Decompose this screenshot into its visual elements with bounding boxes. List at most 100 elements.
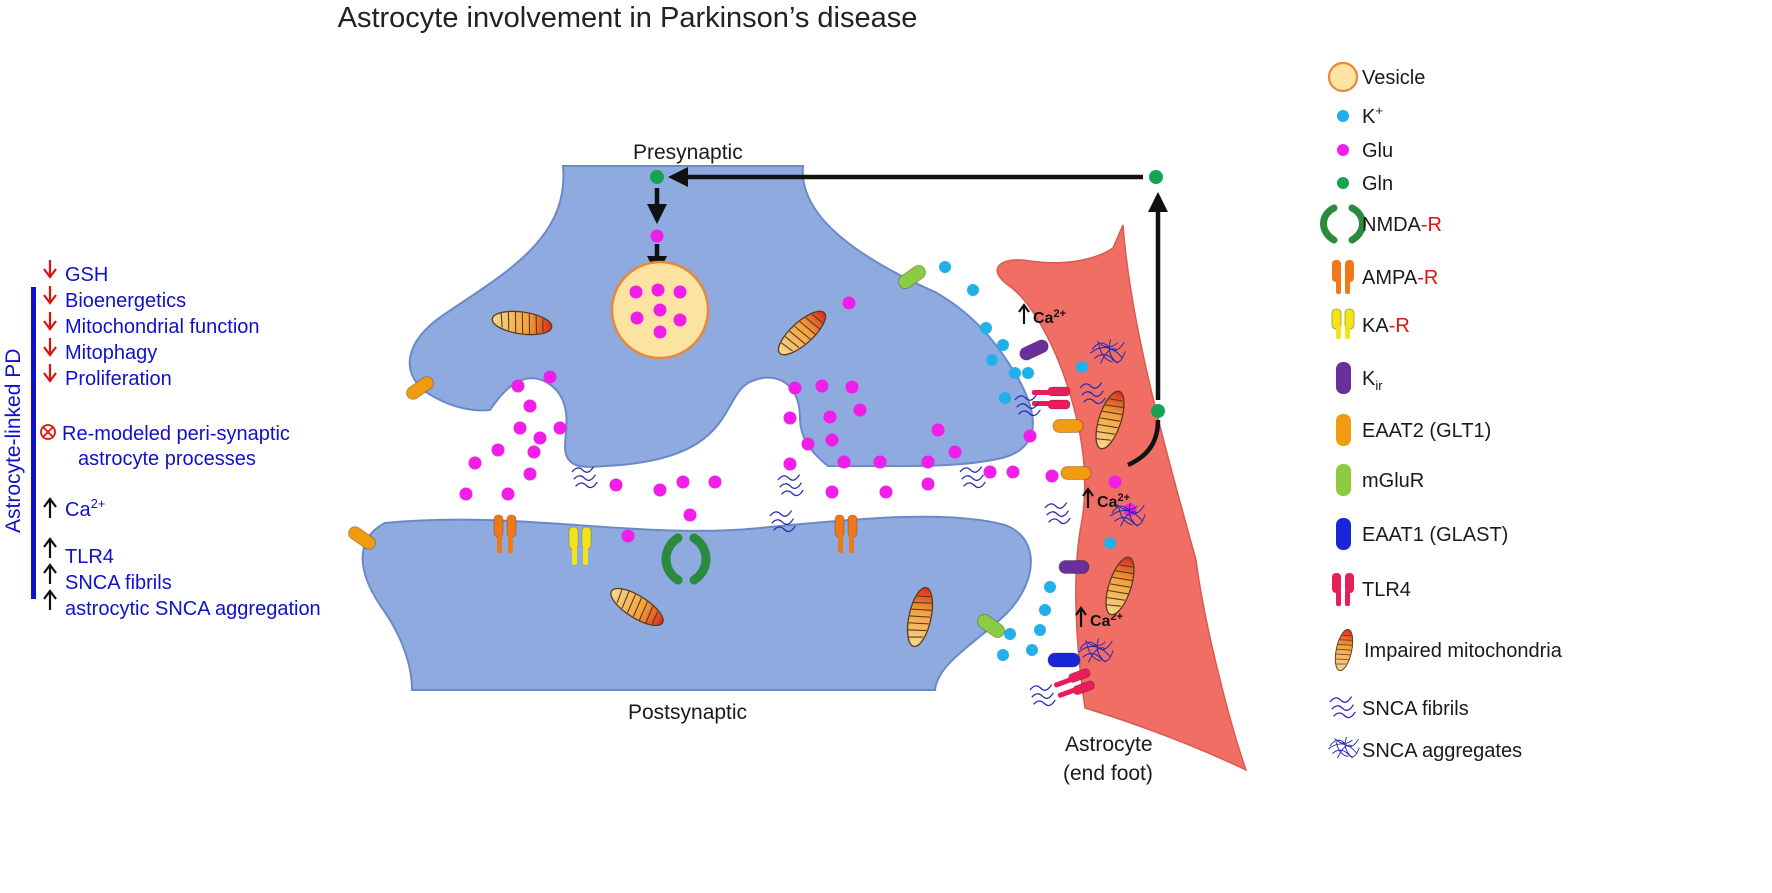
legend-aggregates-label: SNCA aggregates xyxy=(1362,740,1522,762)
glu-dot xyxy=(845,380,859,394)
molecule-dots xyxy=(459,170,1165,661)
legend-nmda-label: NMDA xyxy=(1362,214,1422,236)
side-panel-bar xyxy=(31,287,36,599)
glu-dot xyxy=(459,487,473,501)
kir-channel xyxy=(1019,339,1049,361)
glu-dot xyxy=(501,487,515,501)
eaat2-transporter xyxy=(406,376,434,400)
glu-dot xyxy=(1108,475,1122,489)
svg-text:Ca2+: Ca2+ xyxy=(65,496,105,521)
ca-sup: 2+ xyxy=(1053,308,1066,320)
decreased-item: Bioenergetics xyxy=(43,286,186,312)
glu-dot xyxy=(653,303,667,317)
snca-fibril xyxy=(959,465,986,489)
mglur-receptor xyxy=(897,264,927,290)
glu-dot xyxy=(673,313,687,327)
ca-label: Ca xyxy=(1090,613,1111,630)
legend-mito-icon xyxy=(1331,627,1357,673)
down-arrow-icon-head xyxy=(43,268,57,279)
glu-dot xyxy=(1023,429,1037,443)
increased-ca-item: Ca2+ xyxy=(43,496,105,521)
glu-dot xyxy=(676,475,690,489)
legend-eaat1-label: EAAT1 (GLAST) xyxy=(1362,524,1508,546)
remodeled-line2: astrocyte processes xyxy=(78,448,256,470)
glu-dot xyxy=(823,410,837,424)
mglur-receptor xyxy=(976,613,1006,639)
legend-ka-suffix: -R xyxy=(1389,315,1410,337)
legend-fibrils-label: SNCA fibrils xyxy=(1362,698,1469,720)
glu-dot xyxy=(788,381,802,395)
postsynaptic-label: Postsynaptic xyxy=(628,701,747,724)
decreased-item: Mitochondrial function xyxy=(43,312,260,338)
legend-glu-label: Glu xyxy=(1362,140,1393,162)
glu-dot xyxy=(921,477,935,491)
legend-gln-icon xyxy=(1337,177,1349,189)
up-arrow-icon-head xyxy=(43,563,57,574)
astrocyte-ca-label: Ca2+ xyxy=(1018,303,1066,327)
glu-dot xyxy=(491,443,505,457)
k-dot xyxy=(1044,581,1056,593)
glu-dot xyxy=(948,445,962,459)
increased-item-label: SNCA fibrils xyxy=(65,572,172,594)
k-dot xyxy=(939,261,951,273)
up-arrow-icon-head xyxy=(43,589,57,600)
svg-text:Kir: Kir xyxy=(1362,368,1383,393)
glu-dot xyxy=(609,478,623,492)
receptors xyxy=(348,264,1095,698)
legend-nmda-suffix: -R xyxy=(1421,214,1442,236)
legend-k-label: K xyxy=(1362,106,1376,128)
eaat2-transporter xyxy=(1060,466,1092,480)
down-arrow-icon-head xyxy=(43,320,57,331)
snca-fibril xyxy=(1044,501,1071,525)
decreased-item-label: Mitochondrial function xyxy=(65,316,260,338)
k-dot xyxy=(967,284,979,296)
legend-kir-sub: ir xyxy=(1375,378,1383,393)
glu-dot xyxy=(825,485,839,499)
legend-ampa-suffix: -R xyxy=(1417,267,1438,289)
svg-text:K+: K+ xyxy=(1362,103,1383,128)
astrocyte-label-line2: (end foot) xyxy=(1063,762,1153,785)
legend-tlr4-label: TLR4 xyxy=(1362,579,1411,601)
side-panel-vertical-label: Astrocyte-linked PD xyxy=(2,349,25,533)
svg-text:KA-R: KA-R xyxy=(1362,315,1410,337)
k-dot xyxy=(986,354,998,366)
increased-item: TLR4 xyxy=(43,537,114,568)
svg-text:Ca2+: Ca2+ xyxy=(1097,492,1130,511)
postsynaptic-neuron: Postsynaptic xyxy=(361,515,1032,724)
glu-dot xyxy=(553,421,567,435)
down-arrow-icon-head xyxy=(43,294,57,305)
glu-dot xyxy=(511,379,525,393)
k-dot xyxy=(1026,644,1038,656)
astrocyte-body xyxy=(996,224,1248,772)
legend-k-icon xyxy=(1337,110,1349,122)
glu-dot xyxy=(815,379,829,393)
snca-fibril xyxy=(571,465,598,489)
tlr4-receptor xyxy=(1032,386,1071,410)
tlr4-receptor xyxy=(1054,668,1095,698)
increased-item-label: TLR4 xyxy=(65,546,114,568)
ka-receptor xyxy=(568,526,592,565)
legend-ka-label: KA xyxy=(1362,315,1389,337)
glu-dot xyxy=(683,508,697,522)
legend-eaat2-label: EAAT2 (GLT1) xyxy=(1362,420,1491,442)
up-arrow-icon-head xyxy=(1018,303,1030,313)
glu-dot xyxy=(523,467,537,481)
glu-dot xyxy=(873,455,887,469)
arrow-curve xyxy=(1127,419,1161,468)
decreased-item: Proliferation xyxy=(43,364,172,390)
otimes-icon-cross xyxy=(42,426,54,438)
legend-mito-label: Impaired mitochondria xyxy=(1364,640,1563,662)
svg-text:Ca2+: Ca2+ xyxy=(1033,308,1066,327)
legend-eaat2-icon xyxy=(1336,414,1351,446)
glu-dot xyxy=(853,403,867,417)
decreased-item: GSH xyxy=(43,260,108,286)
eaat2-transporter xyxy=(1052,419,1084,433)
glu-dot xyxy=(708,475,722,489)
glu-dot xyxy=(837,455,851,469)
legend-vesicle-icon xyxy=(1327,61,1359,93)
increased-item: astrocytic SNCA aggregation xyxy=(43,589,321,620)
glu-dot xyxy=(801,437,815,451)
k-dot xyxy=(1039,604,1051,616)
